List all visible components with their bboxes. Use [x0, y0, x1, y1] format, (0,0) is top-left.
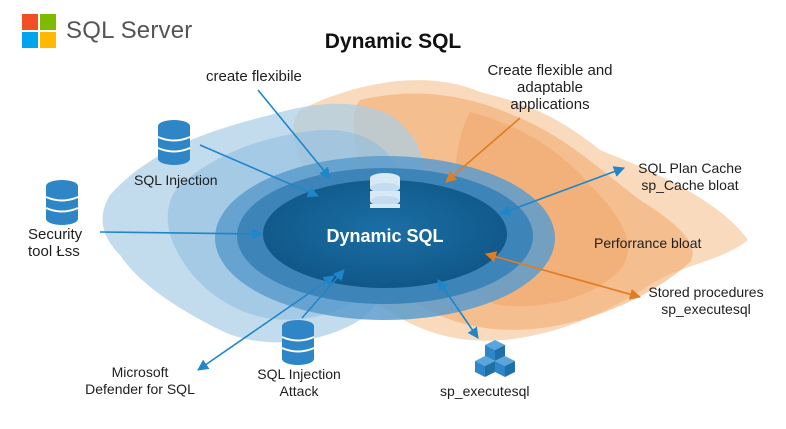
arrow-plan-cache	[498, 166, 626, 216]
arrow-security-tool	[99, 228, 264, 240]
arrow-defender	[197, 275, 335, 371]
core-label: Dynamic SQL	[326, 226, 444, 246]
label-plan-cache: SQL Plan Cache sp_Cache bloat	[638, 160, 742, 193]
page-title: Dynamic SQL	[324, 30, 462, 53]
database-icon	[370, 173, 400, 208]
label-stored-procedures: Stored procedures sp_executesql	[648, 284, 764, 317]
windows-logo-icon	[22, 14, 56, 48]
label-create-flexibile: create flexibile	[206, 68, 302, 85]
label-security-tool: Security tool Łss	[28, 226, 83, 260]
arrow-stored-procedures	[484, 251, 642, 300]
label-performance-bloat: Perforrance bloat	[594, 235, 702, 251]
label-defender: Microsoft Defender for SQL	[85, 364, 195, 397]
arrow-create-flexible-applications	[445, 117, 521, 183]
label-sql-injection-attack: SQL Injection Attack	[257, 366, 341, 399]
cubes-icon	[475, 340, 515, 377]
database-icon	[281, 320, 315, 365]
arrow-sp-executesql	[437, 279, 479, 339]
connector-arrows	[99, 89, 642, 371]
arrow-injection-attack	[301, 269, 345, 319]
database-icon	[157, 120, 191, 165]
label-sql-injection: SQL Injection	[134, 172, 218, 188]
brand-header: SQL Server	[22, 14, 193, 48]
label-sp-executesql: sp_executesql	[440, 383, 530, 399]
brand-name: SQL Server	[66, 17, 193, 44]
database-icon	[45, 180, 79, 225]
label-create-flexible-applications: Create flexible and adaptable applicatio…	[487, 62, 613, 113]
arrow-sql-injection	[199, 144, 320, 198]
arrow-create-flexibile	[257, 89, 331, 179]
